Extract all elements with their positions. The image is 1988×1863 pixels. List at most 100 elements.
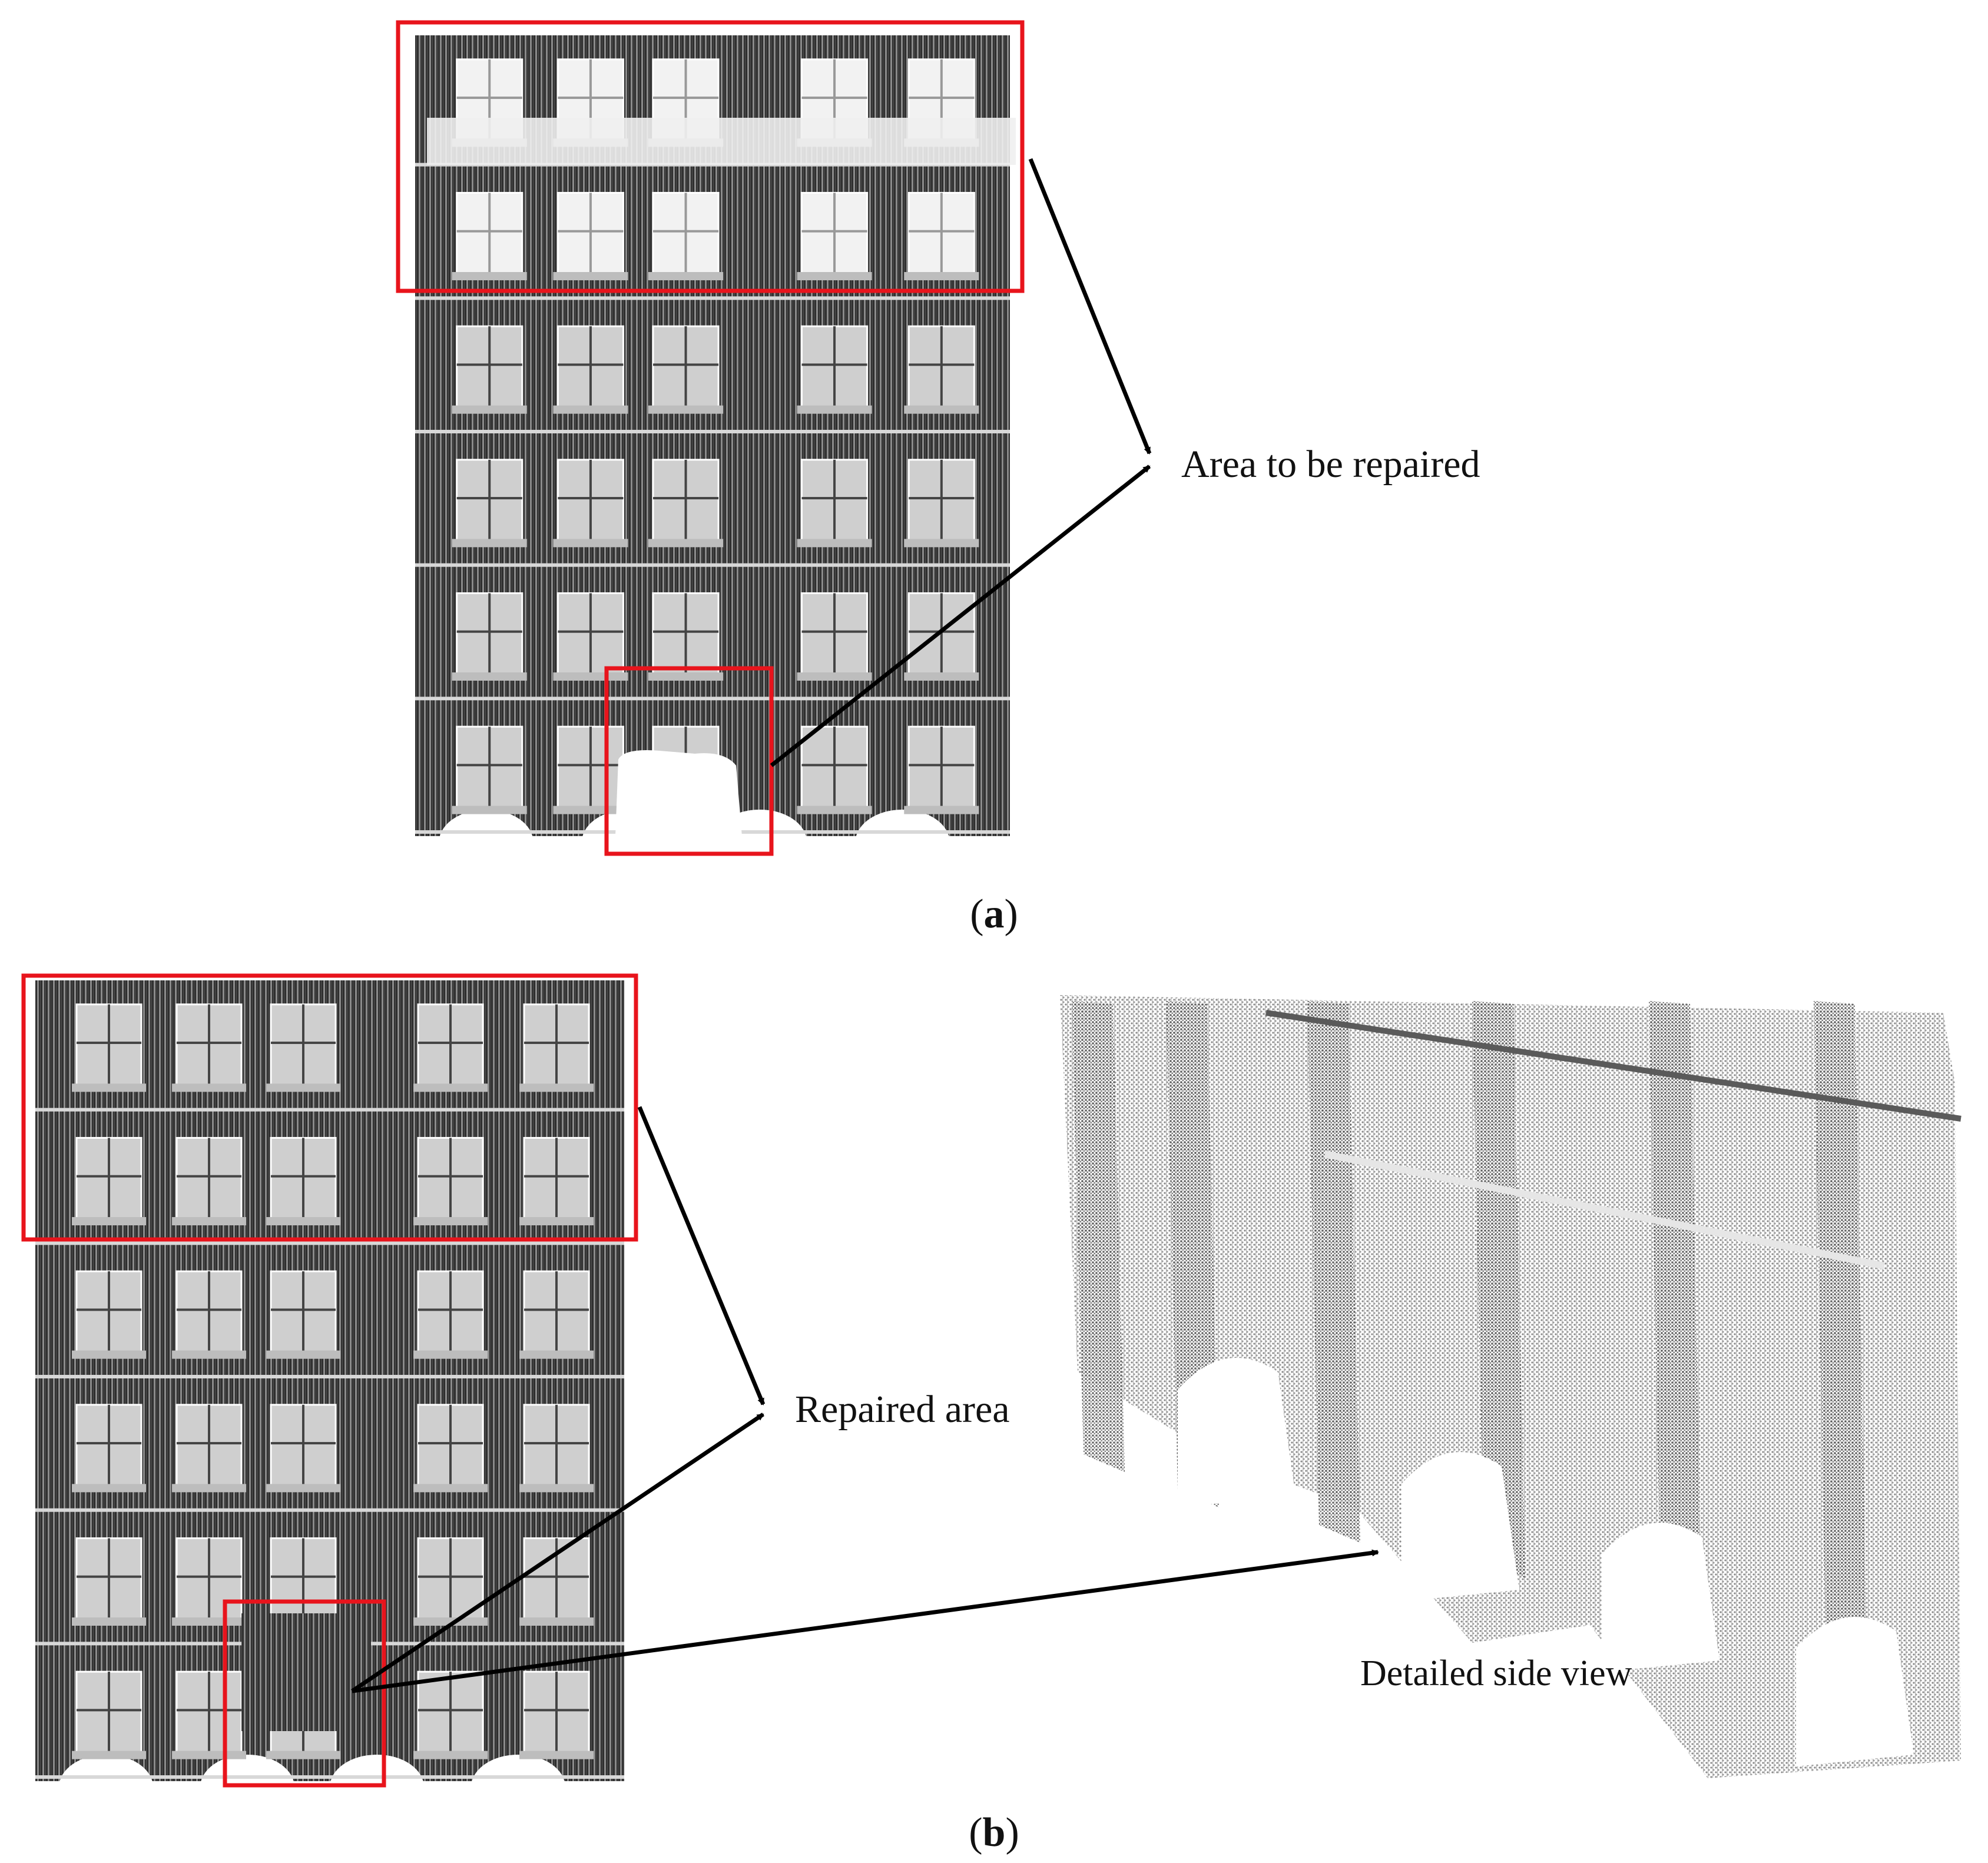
window-transom: [558, 230, 624, 233]
window-mullion: [589, 727, 592, 810]
window-transom: [524, 1442, 589, 1445]
window-mullion: [449, 1672, 452, 1755]
window-mullion: [208, 1404, 210, 1488]
missing-region: [615, 750, 742, 836]
window-balcony: [519, 1083, 594, 1092]
floor-cornice: [35, 1508, 624, 1512]
window-mullion: [684, 459, 687, 543]
window-transom: [909, 97, 975, 100]
window-transom: [177, 1709, 241, 1712]
arrow-bottom-a: [770, 465, 1151, 767]
window-transom: [456, 363, 522, 366]
window-mullion: [940, 193, 943, 276]
floor-cornice: [35, 1108, 624, 1112]
window-mullion: [940, 727, 943, 810]
window-transom: [524, 1175, 589, 1178]
window-balcony: [452, 805, 527, 814]
window-transom: [271, 1442, 336, 1445]
annotation-detailed-side-view: Detailed side view: [1360, 1653, 1632, 1693]
window-transom: [77, 1575, 141, 1578]
window-mullion: [684, 193, 687, 276]
window-mullion: [684, 59, 687, 142]
window-balcony: [266, 1217, 340, 1225]
window-balcony: [72, 1617, 146, 1626]
arrow-bottom-b: [351, 1413, 764, 1693]
window-transom: [524, 1042, 589, 1045]
window-mullion: [833, 326, 836, 409]
window-balcony: [553, 805, 628, 814]
facade-bottom-gap: [471, 1755, 565, 1819]
window-balcony: [413, 1217, 488, 1225]
side-view-pilaster: [1307, 1001, 1360, 1543]
window-transom: [456, 764, 522, 767]
window-transom: [271, 1308, 336, 1311]
caption-b-letter: b: [983, 1810, 1006, 1855]
window-transom: [177, 1442, 241, 1445]
window-balcony: [266, 1484, 340, 1493]
window-balcony: [452, 405, 527, 414]
window-mullion: [940, 593, 943, 676]
window-transom: [909, 230, 975, 233]
window-balcony: [413, 1484, 488, 1493]
window-balcony: [519, 1350, 594, 1359]
window-balcony: [172, 1617, 246, 1626]
window-balcony: [648, 272, 724, 280]
window-balcony: [452, 272, 527, 280]
facade-body: [415, 35, 1010, 836]
window-balcony: [553, 272, 628, 280]
window-mullion: [208, 1271, 210, 1354]
window-transom: [653, 497, 719, 500]
floor-cornice: [415, 563, 1010, 567]
window-mullion: [108, 1004, 110, 1088]
window-mullion: [449, 1004, 452, 1088]
side-view-pilaster: [1472, 1001, 1525, 1578]
window-mullion: [488, 593, 491, 676]
window-transom: [909, 764, 975, 767]
window-transom: [418, 1308, 483, 1311]
window-mullion: [302, 1138, 304, 1221]
window-balcony: [797, 805, 872, 814]
window-transom: [418, 1709, 483, 1712]
window-transom: [177, 1175, 241, 1178]
highlight-box-top-b: [21, 973, 638, 1242]
side-view-pilaster: [1072, 1001, 1125, 1472]
window-balcony: [413, 1751, 488, 1759]
window-balcony: [72, 1350, 146, 1359]
window-transom: [271, 1175, 336, 1178]
caption-a: (a): [970, 891, 1018, 937]
window-mullion: [108, 1271, 110, 1354]
window-balcony: [797, 405, 872, 414]
window-transom: [653, 630, 719, 633]
window-transom: [909, 497, 975, 500]
window-balcony: [266, 1751, 340, 1759]
arrow-top-a: [1028, 158, 1152, 455]
window-mullion: [684, 593, 687, 676]
window-transom: [77, 1442, 141, 1445]
window-transom: [456, 630, 522, 633]
window-balcony: [904, 539, 979, 548]
window-mullion: [449, 1138, 452, 1221]
window-balcony: [797, 272, 872, 280]
window-balcony: [172, 1350, 246, 1359]
window-balcony: [648, 405, 724, 414]
window-transom: [456, 97, 522, 100]
window-balcony: [519, 1617, 594, 1626]
arrow-side-view-b: [352, 1549, 1379, 1693]
side-view-opening: [1401, 1452, 1519, 1602]
window-mullion: [555, 1672, 558, 1755]
window-mullion: [684, 326, 687, 409]
window-mullion: [555, 1538, 558, 1621]
panel-a: Area to be repaired (a): [396, 20, 1480, 937]
window-transom: [801, 764, 867, 767]
floor-cornice: [35, 1241, 624, 1245]
window-transom: [558, 764, 624, 767]
window-balcony: [553, 405, 628, 414]
window-mullion: [302, 1404, 304, 1488]
window-balcony: [413, 1083, 488, 1092]
window-mullion: [302, 1538, 304, 1621]
window-transom: [801, 497, 867, 500]
window-mullion: [208, 1004, 210, 1088]
window-transom: [418, 1575, 483, 1578]
window-balcony: [904, 405, 979, 414]
window-mullion: [449, 1271, 452, 1354]
